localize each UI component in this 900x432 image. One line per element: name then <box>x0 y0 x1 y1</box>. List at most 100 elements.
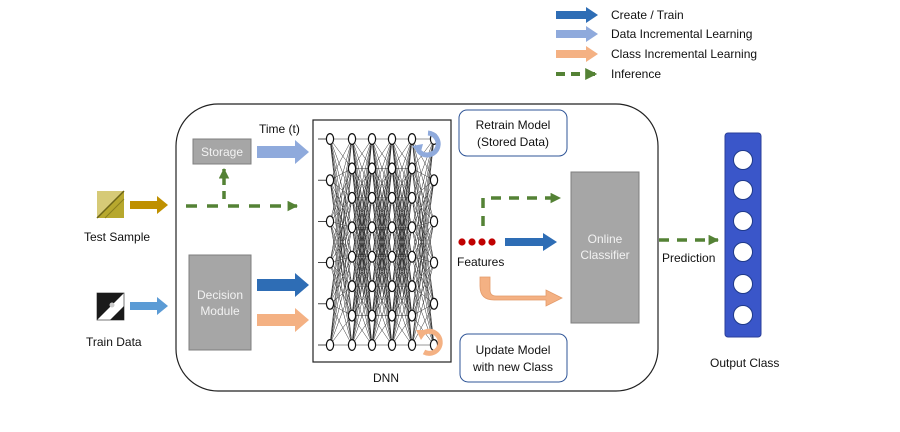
online-classifier-label-line1: Online <box>588 232 623 246</box>
dnn-connection <box>329 227 353 263</box>
dnn-neuron <box>387 250 397 263</box>
features-label: Features <box>457 255 504 269</box>
dnn-connection <box>329 138 353 181</box>
dnn-connection <box>351 315 373 346</box>
dnn-neuron <box>429 215 439 228</box>
dnn-connection <box>351 286 373 346</box>
dnn-connection <box>411 180 435 228</box>
dnn-neuron <box>325 174 335 187</box>
dnn-neuron <box>429 256 439 269</box>
dnn-connection <box>411 180 435 287</box>
dnn-neuron <box>429 297 439 310</box>
output-class-label: Output Class <box>710 356 779 370</box>
dnn-connection <box>411 227 435 346</box>
dnn-connection <box>411 138 435 346</box>
legend: Create / Train Data Incremental Learning… <box>556 7 757 81</box>
dnn-neuron <box>367 162 377 175</box>
dnn-connection <box>391 138 413 287</box>
update-callout <box>459 333 568 383</box>
retrain-callout <box>458 109 568 157</box>
dnn-connection <box>411 262 435 287</box>
dnn-connection <box>329 227 353 346</box>
dnn-connection <box>351 138 373 346</box>
dnn-connection <box>329 262 353 316</box>
dnn-neuron <box>347 339 357 352</box>
dnn-neuron <box>367 280 377 293</box>
dnn-neuron <box>407 280 417 293</box>
dnn-connection <box>391 315 413 346</box>
dnn-connection <box>411 262 435 346</box>
dnn-connection <box>329 138 353 346</box>
dnn-connection <box>329 256 353 304</box>
dnn-neuron <box>367 133 377 146</box>
output-node <box>733 274 753 294</box>
dnn-neuron <box>325 256 335 269</box>
legend-label-inference: Inference <box>611 67 661 81</box>
dnn-connection <box>329 221 353 257</box>
dnn-connection <box>329 138 353 169</box>
dnn-neuron <box>387 191 397 204</box>
dnn-connection <box>329 138 353 198</box>
dnn-connection <box>329 168 353 304</box>
dnn-connection <box>329 221 353 287</box>
dnn-connection <box>329 315 353 346</box>
dnn-connection <box>391 197 413 346</box>
legend-item-create-train: Create / Train <box>556 7 684 23</box>
dnn-neuron <box>325 297 335 310</box>
dnn-connection <box>371 138 393 257</box>
dnn-connection <box>351 138 373 257</box>
decision-module-box <box>188 254 252 351</box>
retrain-callout-line2: (Stored Data) <box>477 135 549 149</box>
dnn-neuron <box>407 162 417 175</box>
train-data-image <box>96 292 125 321</box>
dnn-connection <box>391 256 413 346</box>
dnn-connection <box>411 197 435 304</box>
dnn-neuron <box>367 191 377 204</box>
online-classifier-box <box>570 171 640 324</box>
dnn-connection <box>411 197 435 263</box>
dnn-connection <box>411 168 435 304</box>
dnn-connection <box>329 227 353 304</box>
dnn-connection <box>411 221 435 346</box>
output-node <box>733 305 753 325</box>
dnn-connection <box>371 227 393 346</box>
update-callout-line1: Update Model <box>476 343 551 357</box>
dnn-neuron <box>325 133 335 146</box>
prediction-label: Prediction <box>662 251 715 265</box>
dnn-connection <box>411 168 435 222</box>
dnn-connection <box>371 256 393 346</box>
dnn-neuron <box>347 221 357 234</box>
dnn-connection <box>411 197 435 346</box>
decision-module-label-line2: Module <box>200 304 240 318</box>
features-to-classifier-class-arrow <box>479 276 563 307</box>
update-callout-line2: with new Class <box>472 360 553 374</box>
dnn-neuron <box>407 250 417 263</box>
dnn-connection <box>351 138 373 169</box>
decision-to-dnn-create-arrow <box>257 273 309 297</box>
dnn-connection <box>391 286 413 346</box>
dnn-connection <box>371 138 393 198</box>
output-node <box>733 211 753 231</box>
output-node <box>733 150 753 170</box>
dnn-connection <box>371 138 393 169</box>
dnn-neuron <box>367 339 377 352</box>
dnn-connection <box>411 286 435 346</box>
time-label: Time (t) <box>259 122 300 136</box>
dnn-connection <box>351 138 373 198</box>
legend-item-inference: Inference <box>556 67 661 81</box>
dnn-network <box>318 133 439 352</box>
dnn-connection <box>411 138 435 287</box>
dnn-connection <box>411 221 435 257</box>
dnn-connection <box>351 256 373 346</box>
legend-item-class-incremental: Class Incremental Learning <box>556 46 757 62</box>
dnn-connection <box>371 138 393 287</box>
train-data-arrow <box>130 297 168 315</box>
dnn-neuron <box>387 309 397 322</box>
dnn-connection <box>329 180 353 257</box>
dnn-connection <box>411 227 435 263</box>
dnn-connection <box>411 180 435 257</box>
retrain-cycle-icon <box>412 130 441 158</box>
legend-label-create-train: Create / Train <box>611 8 684 22</box>
dnn-neuron <box>325 215 335 228</box>
dnn-connection <box>411 221 435 287</box>
